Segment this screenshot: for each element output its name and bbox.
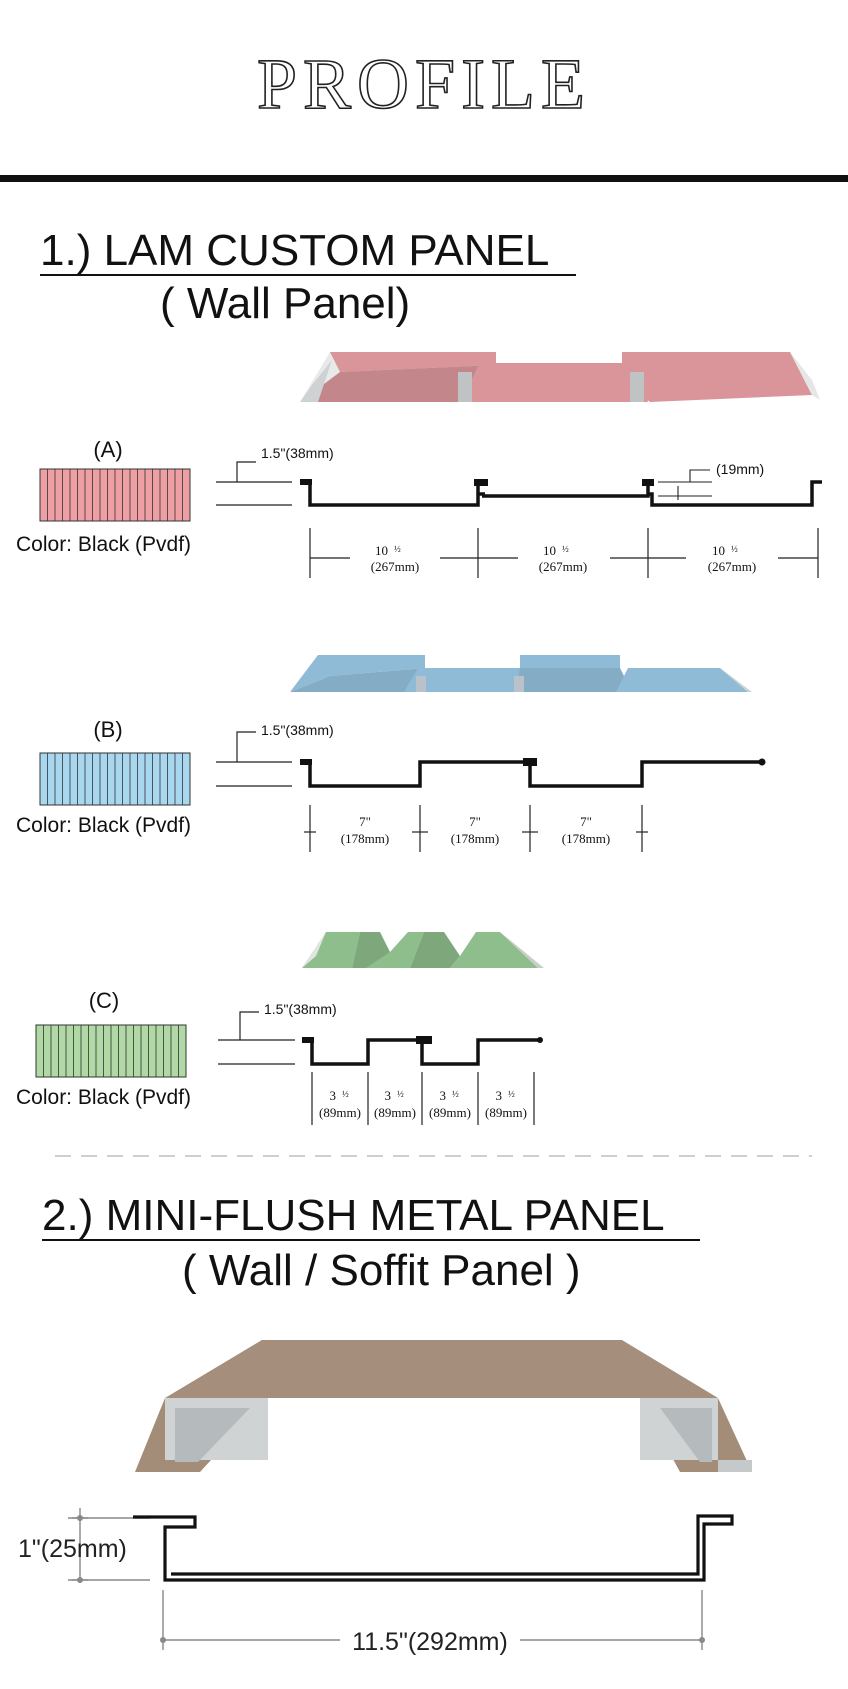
svg-text:½: ½ <box>508 1089 515 1099</box>
variant-a-label: (A) <box>93 437 122 462</box>
variant-a-span-dimensions <box>309 528 819 578</box>
svg-text:(89mm): (89mm) <box>485 1105 527 1120</box>
svg-text:10: 10 <box>375 543 388 558</box>
svg-text:½: ½ <box>452 1089 459 1099</box>
svg-text:½: ½ <box>342 1089 349 1099</box>
variant-a-profile-line <box>300 480 822 507</box>
variant-b-height-dimension <box>216 731 292 787</box>
mini-flush-width-label: 11.5"(292mm) <box>352 1628 508 1656</box>
svg-text:7": 7" <box>580 814 592 829</box>
variant-c-span-2: 3 ½ (89mm) <box>374 1088 416 1120</box>
variant-c-span-4: 3 ½ (89mm) <box>485 1088 527 1120</box>
svg-text:(89mm): (89mm) <box>374 1105 416 1120</box>
variant-b-span-2: 7" (178mm) <box>451 814 499 846</box>
variant-a: (A) Color: Black (Pvdf) 1.5"(38mm) (19mm… <box>16 352 822 578</box>
svg-text:7": 7" <box>469 814 481 829</box>
variant-c-height-label: 1.5"(38mm) <box>264 1001 337 1017</box>
mini-flush-height-label: 1"(25mm) <box>18 1535 127 1563</box>
svg-text:3: 3 <box>385 1088 392 1103</box>
variant-a-height-label: 1.5"(38mm) <box>261 445 334 461</box>
svg-text:½: ½ <box>731 544 738 554</box>
variant-c-label: (C) <box>89 988 120 1013</box>
variant-a-span-1: 10 ½ (267mm) <box>371 543 419 574</box>
svg-text:7": 7" <box>359 814 371 829</box>
mini-flush-profile-line <box>133 1514 734 1582</box>
variant-b-height-label: 1.5"(38mm) <box>261 722 334 738</box>
section2-subheading: ( Wall / Soffit Panel ) <box>182 1246 581 1295</box>
variant-a-span-3: 10 ½ (267mm) <box>708 543 756 574</box>
variant-b-label: (B) <box>93 717 122 742</box>
variant-a-span-2: 10 ½ (267mm) <box>539 543 587 574</box>
svg-text:(89mm): (89mm) <box>429 1105 471 1120</box>
variant-b-profile-line <box>300 760 762 788</box>
svg-text:3: 3 <box>330 1088 337 1103</box>
variant-b-3d-panel <box>290 655 752 692</box>
svg-text:(267mm): (267mm) <box>539 559 587 574</box>
variant-c-swatch-stripes <box>43 1025 179 1077</box>
variant-a-color-text: Color: Black (Pvdf) <box>16 533 191 556</box>
variant-b-swatch-stripes <box>47 753 183 805</box>
variant-c-span-3: 3 ½ (89mm) <box>429 1088 471 1120</box>
variant-b-span-dimensions <box>304 805 648 852</box>
section1-subheading: ( Wall Panel) <box>160 279 410 328</box>
svg-text:½: ½ <box>562 544 569 554</box>
svg-text:3: 3 <box>440 1088 447 1103</box>
variant-b: (B) Color: Black (Pvdf) 1.5"(38mm) 7" (1… <box>16 655 766 852</box>
variant-c-profile-line <box>302 1038 540 1066</box>
variant-c-span-dimensions <box>311 1072 535 1125</box>
page-title: PROFILE <box>257 44 591 124</box>
svg-text:(178mm): (178mm) <box>562 831 610 846</box>
mini-flush-3d-panel <box>135 1340 752 1472</box>
title-rule <box>0 175 848 182</box>
svg-text:½: ½ <box>394 544 401 554</box>
section2-heading: 2.) MINI-FLUSH METAL PANEL <box>42 1191 665 1240</box>
variant-c-span-1: 3 ½ (89mm) <box>319 1088 361 1120</box>
variant-c-3d-panel <box>302 932 544 968</box>
svg-text:10: 10 <box>712 543 725 558</box>
variant-c-height-dimension <box>218 1011 295 1065</box>
variant-b-span-1: 7" (178mm) <box>341 814 389 846</box>
variant-a-swatch-stripes <box>47 469 183 521</box>
svg-text:10: 10 <box>543 543 556 558</box>
svg-text:(89mm): (89mm) <box>319 1105 361 1120</box>
variant-a-rib-label: (19mm) <box>716 461 764 477</box>
variant-c: (C) Color: Black (Pvdf) 1.5"(38mm) 3 ½ (… <box>16 932 544 1125</box>
variant-b-color-text: Color: Black (Pvdf) <box>16 814 191 837</box>
svg-text:½: ½ <box>397 1089 404 1099</box>
variant-a-3d-panel <box>300 352 820 402</box>
svg-text:3: 3 <box>496 1088 503 1103</box>
svg-text:(267mm): (267mm) <box>708 559 756 574</box>
variant-c-color-text: Color: Black (Pvdf) <box>16 1086 191 1109</box>
section1-heading: 1.) LAM CUSTOM PANEL <box>40 226 549 275</box>
variant-a-height-dimension <box>216 461 292 506</box>
variant-b-span-3: 7" (178mm) <box>562 814 610 846</box>
svg-text:(178mm): (178mm) <box>341 831 389 846</box>
variant-a-rib-dimension <box>658 469 712 500</box>
va-top-left <box>330 352 496 372</box>
svg-text:(178mm): (178mm) <box>451 831 499 846</box>
svg-text:(267mm): (267mm) <box>371 559 419 574</box>
